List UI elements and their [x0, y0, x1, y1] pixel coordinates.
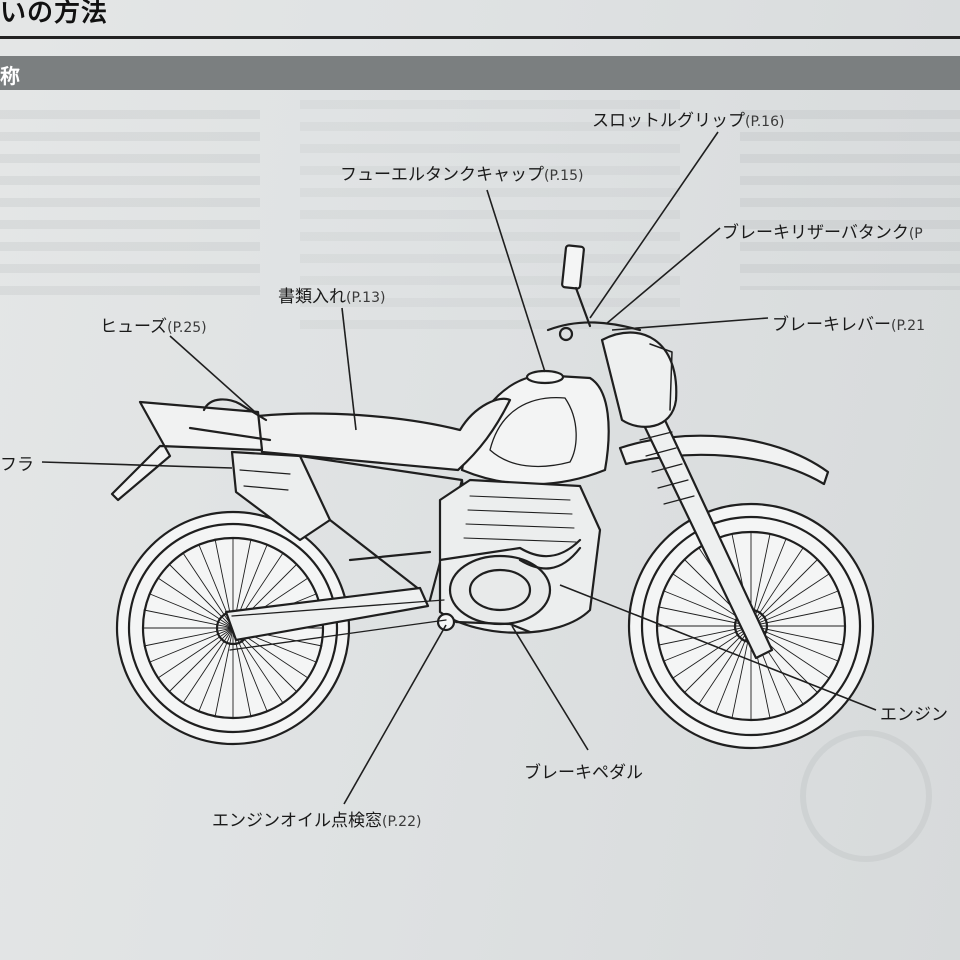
bleed-through-center [300, 100, 680, 330]
front-fender [618, 434, 830, 486]
section-header-bar: 称 [0, 56, 960, 90]
label-fuel-cap-ref: (P.15) [544, 168, 584, 184]
label-brake-reservoir-name: ブレーキリザーバタンク [722, 223, 909, 243]
section-title: 称 [0, 64, 20, 88]
label-fuse: ヒューズ(P.25) [100, 312, 207, 337]
label-brake-pedal-name: ブレーキペダル [524, 763, 643, 783]
handlebar [546, 321, 642, 332]
bleed-through-right [740, 110, 960, 290]
headlight-cowl [600, 331, 678, 428]
engine-block [436, 478, 602, 634]
chain [229, 599, 447, 651]
label-brake-reservoir-ref: (P [908, 226, 923, 242]
label-brake-lever: ブレーキレバー(P.21 [772, 310, 925, 335]
label-oil-window: エンジンオイル点検窓(P.22) [212, 806, 421, 831]
leader-lines [41, 131, 877, 805]
label-throttle-grip-name: スロットルグリップ [592, 111, 745, 131]
seat [256, 397, 512, 472]
fuel-cap [525, 369, 565, 385]
label-muffler-name: フラ [0, 455, 34, 475]
label-document-holder-name: 書類入れ [278, 287, 346, 307]
label-brake-lever-name: ブレーキレバー [772, 315, 891, 335]
label-fuse-ref: (P.25) [167, 320, 207, 336]
title-rule [0, 36, 960, 39]
mirror [561, 244, 585, 290]
label-document-holder-ref: (P.13) [346, 290, 386, 306]
label-muffler: フラ [0, 450, 34, 475]
frame [298, 454, 472, 602]
swingarm [224, 586, 430, 642]
label-engine-name: エンジン [880, 705, 948, 725]
label-fuse-name: ヒューズ [100, 317, 168, 337]
brake-pedal-arm [454, 620, 532, 634]
label-throttle-grip-ref: (P.16) [745, 114, 785, 130]
label-brake-reservoir: ブレーキリザーバタンク(P [722, 218, 923, 243]
label-throttle-grip: スロットルグリップ(P.16) [592, 106, 784, 131]
rear-fender [110, 400, 264, 502]
label-brake-lever-ref: (P.21 [891, 318, 925, 334]
side-cover [230, 450, 332, 542]
label-oil-window-name: エンジンオイル点検窓 [212, 811, 382, 831]
bleed-through-left [0, 110, 260, 300]
bleed-through-emblem [800, 730, 932, 862]
rear-rack [188, 398, 272, 442]
label-engine: エンジン [880, 700, 948, 725]
label-fuel-cap-name: フューエルタンクキャップ [340, 165, 544, 185]
page-title: いの方法 [0, 0, 109, 28]
label-oil-window-ref: (P.22) [382, 814, 422, 830]
label-fuel-cap: フューエルタンクキャップ(P.15) [340, 160, 583, 185]
label-brake-pedal: ブレーキペダル [524, 758, 643, 783]
label-document-holder: 書類入れ(P.13) [278, 282, 385, 307]
exhaust-pipe [438, 538, 582, 570]
